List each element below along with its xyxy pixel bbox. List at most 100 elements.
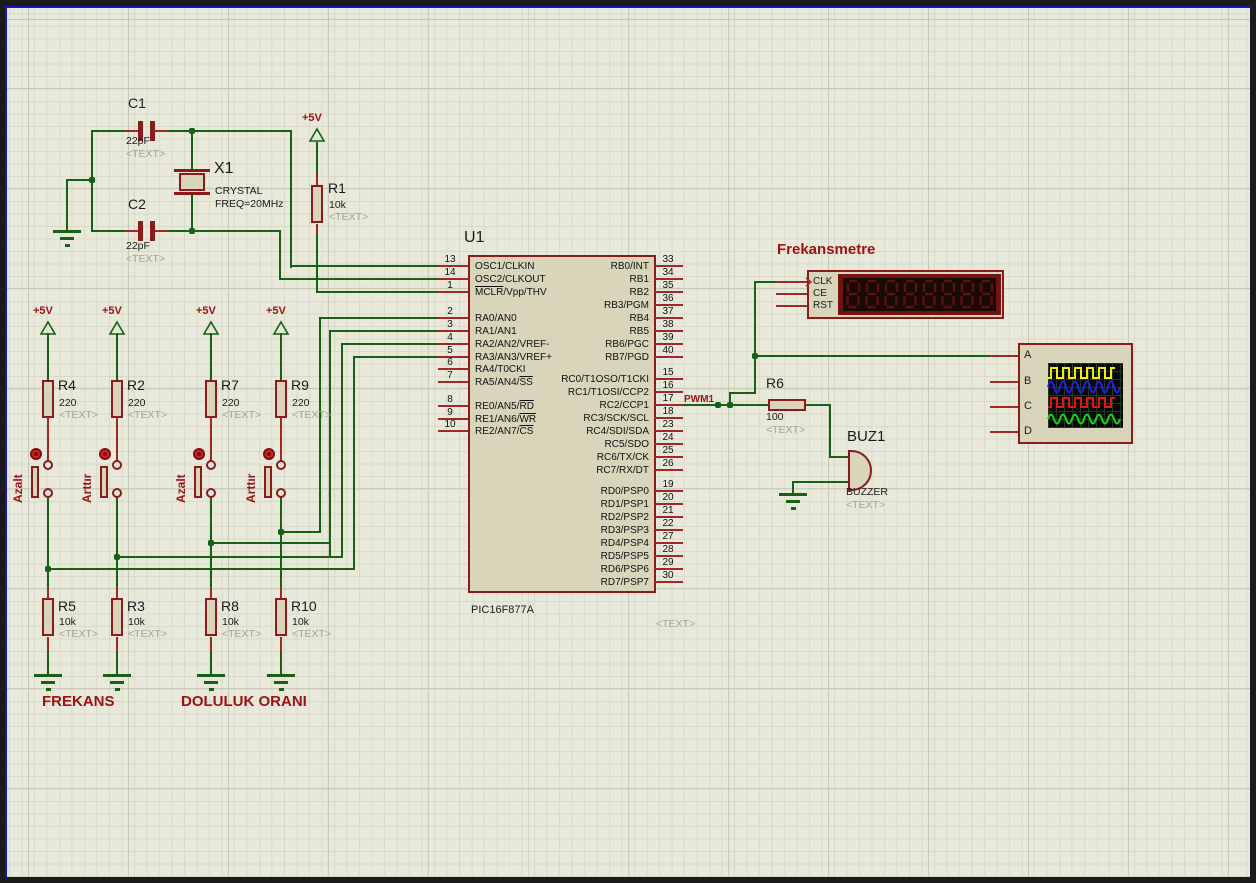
pin-stub	[655, 529, 683, 531]
wire	[47, 651, 49, 675]
resistor-body[interactable]	[111, 598, 123, 636]
power-arrow-icon	[202, 320, 220, 335]
pin-label: RD3/PSP3	[600, 525, 649, 536]
pin-number: 6	[447, 357, 453, 368]
junction-dot	[45, 566, 51, 572]
resistor-body[interactable]	[205, 380, 217, 418]
pin-number: 22	[662, 518, 674, 529]
pin-label: RD5/PSP5	[600, 551, 649, 562]
pin-stub	[655, 456, 683, 458]
pin-stub	[655, 304, 683, 306]
button-actuator[interactable]	[263, 448, 275, 460]
group-label-duty: DOLULUK ORANI	[181, 693, 307, 710]
resistor-body	[311, 185, 323, 223]
wire	[329, 330, 331, 558]
power-label: +5V	[266, 305, 286, 317]
text-placeholder: <TEXT>	[329, 211, 369, 223]
pin-stub	[655, 503, 683, 505]
pin-stub	[438, 343, 468, 345]
pin-stub	[655, 516, 683, 518]
pin-stub	[655, 443, 683, 445]
junction-dot	[189, 128, 195, 134]
button-contact	[43, 488, 53, 498]
button-actuator[interactable]	[193, 448, 205, 460]
pin-number: 10	[444, 419, 456, 430]
component-value: 10k	[292, 616, 309, 628]
power-arrow-icon	[308, 127, 326, 142]
pin-stub	[155, 130, 168, 132]
button-lever[interactable]	[31, 466, 39, 498]
counter-title: Frekansmetre	[777, 241, 876, 258]
clock-edge-icon	[805, 277, 813, 287]
pin-number: 19	[662, 479, 674, 490]
resistor-body[interactable]	[205, 598, 217, 636]
wire	[66, 179, 68, 231]
button-actuator[interactable]	[30, 448, 42, 460]
component-ref: X1	[214, 160, 234, 177]
button-contact	[276, 488, 286, 498]
pin-number: 25	[662, 445, 674, 456]
scope-channel-a: A	[1024, 349, 1032, 361]
counter-pin-ce: CE	[813, 288, 827, 299]
button-label: Azalt	[11, 474, 25, 503]
wire	[829, 456, 849, 458]
pin-stub	[280, 417, 282, 461]
wire	[792, 481, 794, 494]
pin-stub	[316, 174, 318, 186]
pin-stub	[438, 430, 468, 432]
button-lever[interactable]	[100, 466, 108, 498]
component-value: 10k	[329, 199, 346, 211]
button-lever[interactable]	[264, 466, 272, 498]
pin-label: RB5	[629, 326, 649, 337]
junction-dot	[278, 529, 284, 535]
capacitor-plate	[138, 221, 143, 241]
power-label: +5V	[33, 305, 53, 317]
pin-number: 5	[447, 345, 453, 356]
wire	[116, 651, 118, 675]
pin-label: RD6/PSP6	[600, 564, 649, 575]
button-lever[interactable]	[194, 466, 202, 498]
wire	[91, 130, 126, 132]
resistor-body[interactable]	[275, 380, 287, 418]
pin-stub	[655, 417, 683, 419]
pin-stub	[990, 381, 1018, 383]
junction-dot	[715, 402, 721, 408]
component-ref: R6	[766, 375, 784, 391]
mcu-body[interactable]	[468, 255, 656, 593]
wire	[280, 531, 321, 533]
wire	[210, 542, 331, 544]
capacitor-plate	[150, 221, 155, 241]
power-arrow-icon	[108, 320, 126, 335]
wire	[829, 404, 831, 458]
pin-stub	[655, 542, 683, 544]
component-ref: BUZ1	[847, 428, 886, 445]
wire	[729, 392, 731, 406]
pin-stub	[116, 587, 118, 599]
resistor-body[interactable]	[42, 598, 54, 636]
resistor-body[interactable]	[111, 380, 123, 418]
pin-number: 15	[662, 367, 674, 378]
pin-label: RD7/PSP7	[600, 577, 649, 588]
pin-number: 37	[662, 306, 674, 317]
pin-stub	[438, 330, 468, 332]
resistor-body[interactable]	[42, 380, 54, 418]
pin-label: RD0/PSP0	[600, 486, 649, 497]
component-ref: R5	[58, 598, 76, 614]
wire	[754, 355, 990, 357]
wire	[792, 481, 849, 483]
crystal-bar	[174, 169, 210, 172]
pin-number: 14	[444, 267, 456, 278]
pin-label: RB6/PGC	[605, 339, 649, 350]
ground-symbol	[267, 674, 295, 677]
power-label: +5V	[302, 112, 322, 124]
pin-stub	[155, 230, 168, 232]
resistor-body[interactable]	[275, 598, 287, 636]
pin-stub	[655, 568, 683, 570]
component-value: 10k	[222, 616, 239, 628]
pin-label: MCLR/Vpp/THV	[475, 287, 547, 298]
ground-symbol	[197, 674, 225, 677]
button-actuator[interactable]	[99, 448, 111, 460]
wire	[47, 333, 49, 381]
wire	[91, 230, 126, 232]
pin-label: RD2/PSP2	[600, 512, 649, 523]
